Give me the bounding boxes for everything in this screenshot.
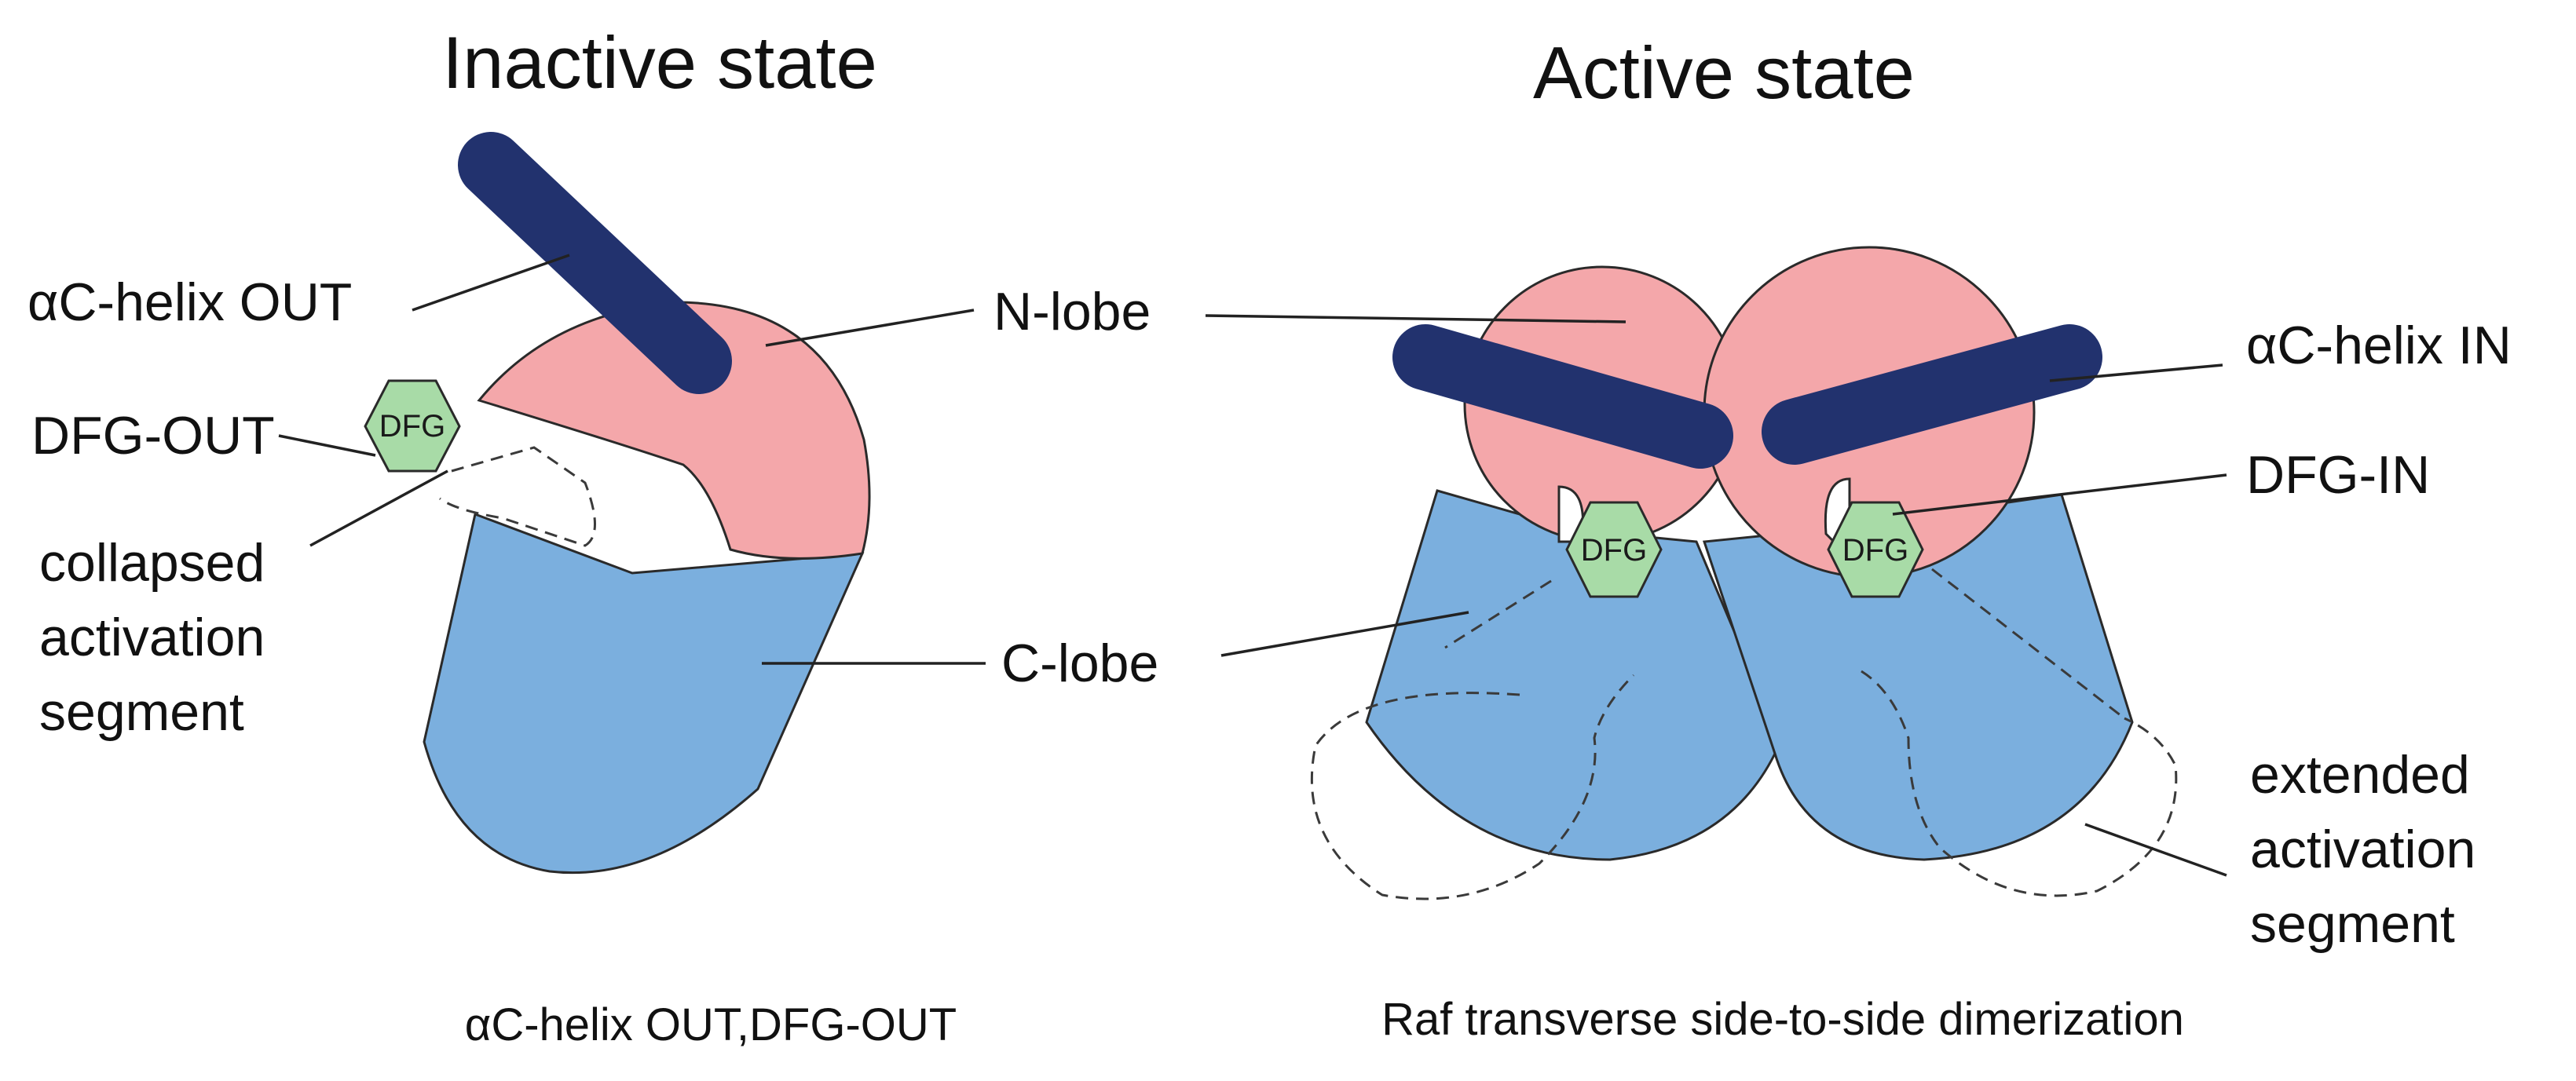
extended-label-line2: activation bbox=[2250, 820, 2475, 879]
extended-segment-leader bbox=[2084, 823, 2227, 877]
n-lobe-leader-right bbox=[1205, 314, 1626, 323]
active-left-ac-helix bbox=[1392, 324, 1733, 469]
ac-helix-in-label: αC-helix IN bbox=[2246, 316, 2512, 375]
inactive-kinase: DFG bbox=[364, 132, 871, 875]
collapsed-label-line1: collapsed bbox=[39, 533, 265, 593]
active-title: Active state bbox=[1533, 31, 1915, 114]
extended-label-line1: extended bbox=[2250, 745, 2470, 805]
left-dfg-link bbox=[1444, 579, 1552, 649]
c-lobe-label: C-lobe bbox=[1001, 634, 1158, 693]
active-caption: Raf transverse side-to-side dimerization bbox=[1381, 994, 2184, 1045]
inactive-c-lobe bbox=[423, 512, 865, 875]
dfg-in-right-badge-text: DFG bbox=[1842, 533, 1908, 568]
active-dimer: DFG DFG bbox=[1310, 246, 2178, 900]
n-lobe-label: N-lobe bbox=[993, 282, 1151, 341]
active-right-ac-helix bbox=[1762, 324, 2102, 465]
ac-helix-out-leader bbox=[412, 254, 570, 312]
dfg-out-leader bbox=[278, 434, 376, 457]
collapsed-activation-segment bbox=[439, 446, 596, 547]
dfg-out-badge-text: DFG bbox=[379, 409, 445, 444]
n-lobe-leader-left bbox=[765, 309, 975, 347]
dfg-in-label: DFG-IN bbox=[2246, 445, 2430, 505]
inactive-title: Inactive state bbox=[442, 21, 877, 104]
right-extended-activation-segment bbox=[1861, 670, 2178, 897]
collapsed-segment-leader bbox=[309, 469, 448, 547]
collapsed-label-line2: activation bbox=[39, 608, 265, 667]
extended-label-line3: segment bbox=[2250, 894, 2455, 954]
dfg-out-label: DFG-OUT bbox=[31, 406, 275, 466]
active-right-c-lobe bbox=[1702, 493, 2134, 861]
dfg-in-right-hexagon bbox=[1827, 501, 1924, 598]
dfg-in-left-badge-text: DFG bbox=[1581, 533, 1647, 568]
ac-helix-out-label: αC-helix OUT bbox=[27, 272, 352, 332]
dfg-in-leader bbox=[1892, 473, 2227, 516]
dfg-in-left-hexagon bbox=[1565, 501, 1663, 598]
ac-helix-in-leader bbox=[2049, 363, 2223, 382]
inactive-ac-helix bbox=[458, 132, 732, 394]
collapsed-label-line3: segment bbox=[39, 682, 244, 742]
dfg-out-hexagon bbox=[364, 379, 461, 473]
active-left-c-lobe bbox=[1365, 489, 1776, 861]
inactive-caption: αC-helix OUT,DFG-OUT bbox=[465, 999, 957, 1050]
left-extended-activation-segment bbox=[1310, 674, 1635, 900]
c-lobe-leader-right bbox=[1220, 611, 1469, 657]
